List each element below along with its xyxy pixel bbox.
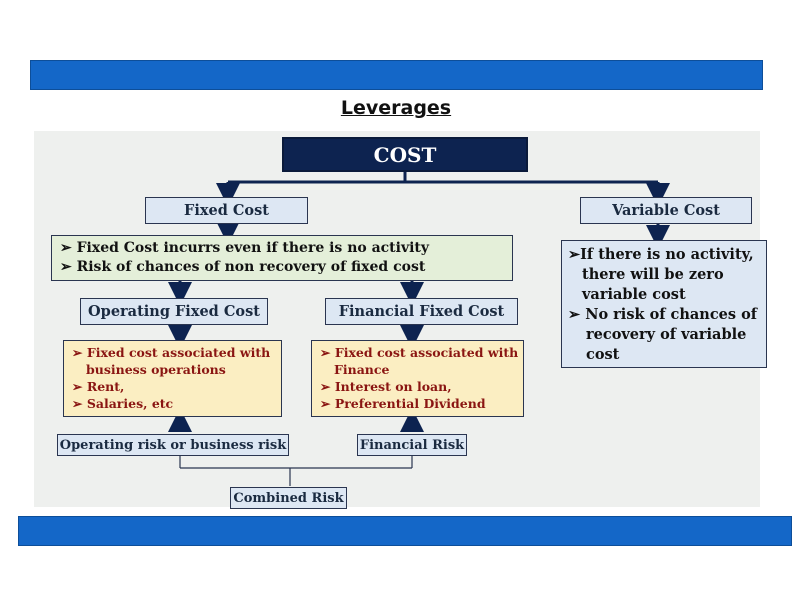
page-title: Leverages bbox=[340, 97, 452, 119]
operating-risk-node: Operating risk or business risk bbox=[57, 434, 289, 456]
top-banner bbox=[30, 60, 763, 90]
financial-risk-node: Financial Risk bbox=[357, 434, 467, 456]
financial-fixed-cost-notes: ➢ Fixed cost associated with Finance ➢ I… bbox=[311, 340, 524, 417]
operating-note-1: ➢ Fixed cost associated with bbox=[72, 345, 271, 360]
financial-fixed-cost-node: Financial Fixed Cost bbox=[325, 298, 518, 325]
variable-cost-node: Variable Cost bbox=[580, 197, 752, 224]
cost-node: COST bbox=[282, 137, 528, 172]
operating-fixed-cost-node: Operating Fixed Cost bbox=[80, 298, 268, 325]
variable-cost-notes: ➢If there is no activity, there will be … bbox=[561, 240, 767, 368]
variable-note-6: cost bbox=[586, 346, 620, 363]
operating-note-3: ➢ Rent, bbox=[72, 379, 125, 394]
variable-note-2: there will be zero bbox=[582, 266, 724, 283]
financial-note-1: ➢ Fixed cost associated with bbox=[320, 345, 519, 360]
fixed-cost-node: Fixed Cost bbox=[145, 197, 308, 224]
financial-note-2: Finance bbox=[334, 362, 390, 377]
combined-risk-bracket bbox=[179, 456, 413, 486]
financial-note-4: ➢ Preferential Dividend bbox=[320, 396, 486, 411]
variable-note-3: variable cost bbox=[582, 286, 686, 303]
financial-note-3: ➢ Interest on loan, bbox=[320, 379, 452, 394]
variable-note-5: recovery of variable bbox=[586, 326, 747, 343]
bottom-banner bbox=[18, 516, 792, 546]
fixed-note-2: ➢ Risk of chances of non recovery of fix… bbox=[60, 259, 426, 275]
combined-risk-node: Combined Risk bbox=[230, 487, 347, 509]
variable-note-4: ➢ No risk of chances of bbox=[568, 306, 758, 323]
operating-fixed-cost-notes: ➢ Fixed cost associated with business op… bbox=[63, 340, 282, 417]
fixed-note-1: ➢ Fixed Cost incurrs even if there is no… bbox=[60, 240, 430, 256]
fixed-cost-notes: ➢ Fixed Cost incurrs even if there is no… bbox=[51, 235, 513, 281]
variable-note-1: ➢If there is no activity, bbox=[568, 246, 754, 263]
operating-note-2: business operations bbox=[86, 362, 226, 377]
operating-note-4: ➢ Salaries, etc bbox=[72, 396, 174, 411]
